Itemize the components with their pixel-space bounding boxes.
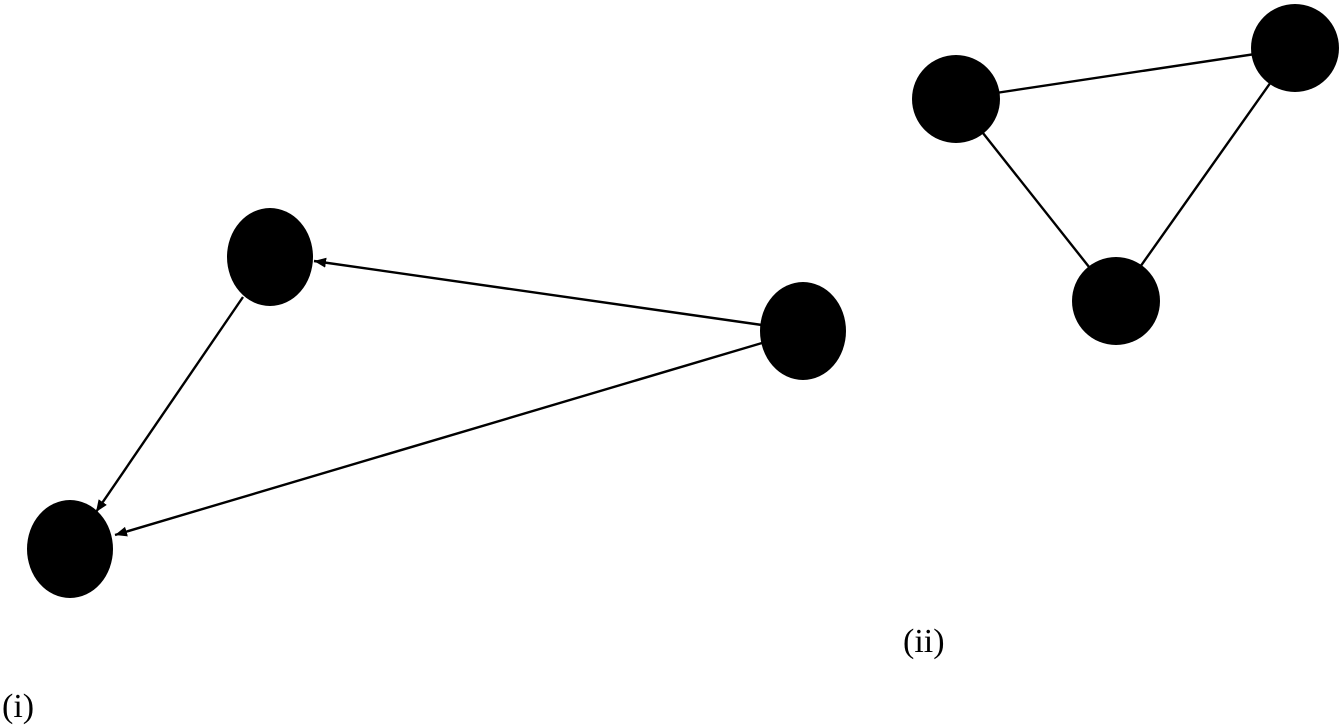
undirected-graph [912, 4, 1339, 345]
edge-i-c-to-a [313, 257, 763, 327]
node-ii-q [1251, 4, 1339, 92]
node-ii-r [1072, 257, 1160, 345]
edge-ii-p-q [955, 46, 1296, 101]
directed-graph [27, 208, 846, 598]
node-i-b [27, 500, 113, 598]
edge-i-a-to-b [95, 296, 244, 513]
figure-caption-ii: (ii) [903, 623, 945, 660]
figure-caption-i: (i) [2, 688, 35, 725]
node-i-a [227, 208, 313, 306]
node-i-c [760, 282, 846, 380]
edge-i-c-to-b [114, 341, 763, 537]
edge-ii-q-r [1115, 47, 1296, 302]
node-ii-p [912, 55, 1000, 143]
